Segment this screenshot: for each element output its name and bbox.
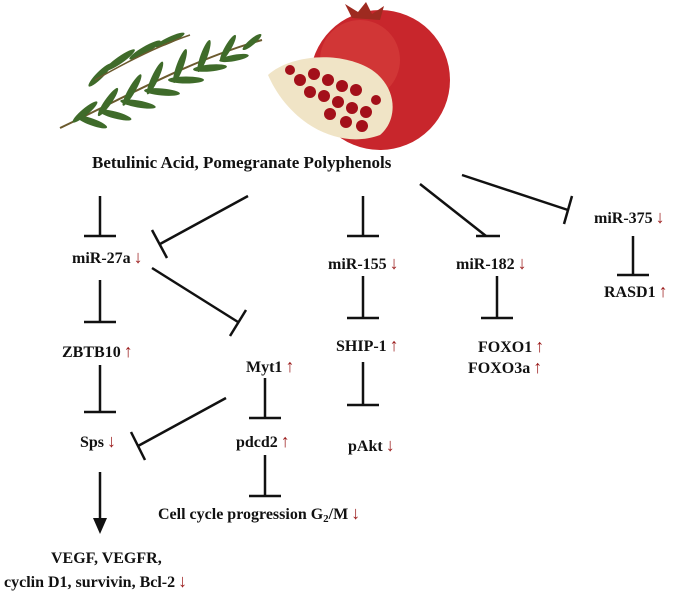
node-foxo1: FOXO1↑ xyxy=(478,336,545,356)
up-arrow-icon: ↑ xyxy=(658,281,668,301)
down-arrow-icon: ↓ xyxy=(107,431,117,451)
node-ship-1: SHIP-1↑ xyxy=(336,335,399,355)
node-mir-182: miR-182↓ xyxy=(456,253,527,273)
node-mir-27a: miR-27a↓ xyxy=(72,247,143,267)
node-mir-155: miR-155↓ xyxy=(328,253,399,273)
pomegranate-icon xyxy=(268,2,450,150)
up-arrow-icon: ↑ xyxy=(285,356,295,376)
arrowhead-icon xyxy=(93,518,107,534)
down-arrow-icon: ↓ xyxy=(351,503,361,523)
down-arrow-icon: ↓ xyxy=(385,435,395,455)
up-arrow-icon: ↑ xyxy=(123,341,133,361)
node-pakt: pAkt↓ xyxy=(348,435,395,455)
node-rasd1: RASD1↑ xyxy=(604,281,668,301)
up-arrow-icon: ↑ xyxy=(535,336,545,356)
node-zbtb10: ZBTB10↑ xyxy=(62,341,133,361)
node-cell-cycle: Cell cycle progression G2/M↓ xyxy=(158,503,361,525)
node-sps: Sps↓ xyxy=(80,431,117,451)
down-arrow-icon: ↓ xyxy=(133,247,143,267)
connectors xyxy=(84,173,649,520)
node-mir-375: miR-375↓ xyxy=(594,207,665,227)
source-compounds-label: Betulinic Acid, Pomegranate Polyphenols xyxy=(92,153,392,172)
up-arrow-icon: ↑ xyxy=(533,357,543,377)
rosemary-sprig-icon xyxy=(59,32,263,129)
up-arrow-icon: ↑ xyxy=(389,335,399,355)
node-myt1: Myt1↑ xyxy=(246,356,295,376)
down-arrow-icon: ↓ xyxy=(655,207,665,227)
down-arrow-icon: ↓ xyxy=(389,253,399,273)
up-arrow-icon: ↑ xyxy=(280,431,290,451)
down-arrow-icon: ↓ xyxy=(517,253,527,273)
node-foxo3a: FOXO3a↑ xyxy=(468,357,543,377)
down-arrow-icon: ↓ xyxy=(178,571,188,591)
node-targets-line2: cyclin D1, survivin, Bcl-2↓ xyxy=(4,571,188,591)
node-pdcd2: pdcd2↑ xyxy=(236,431,290,451)
node-targets-line1: VEGF, VEGFR, xyxy=(51,550,162,567)
